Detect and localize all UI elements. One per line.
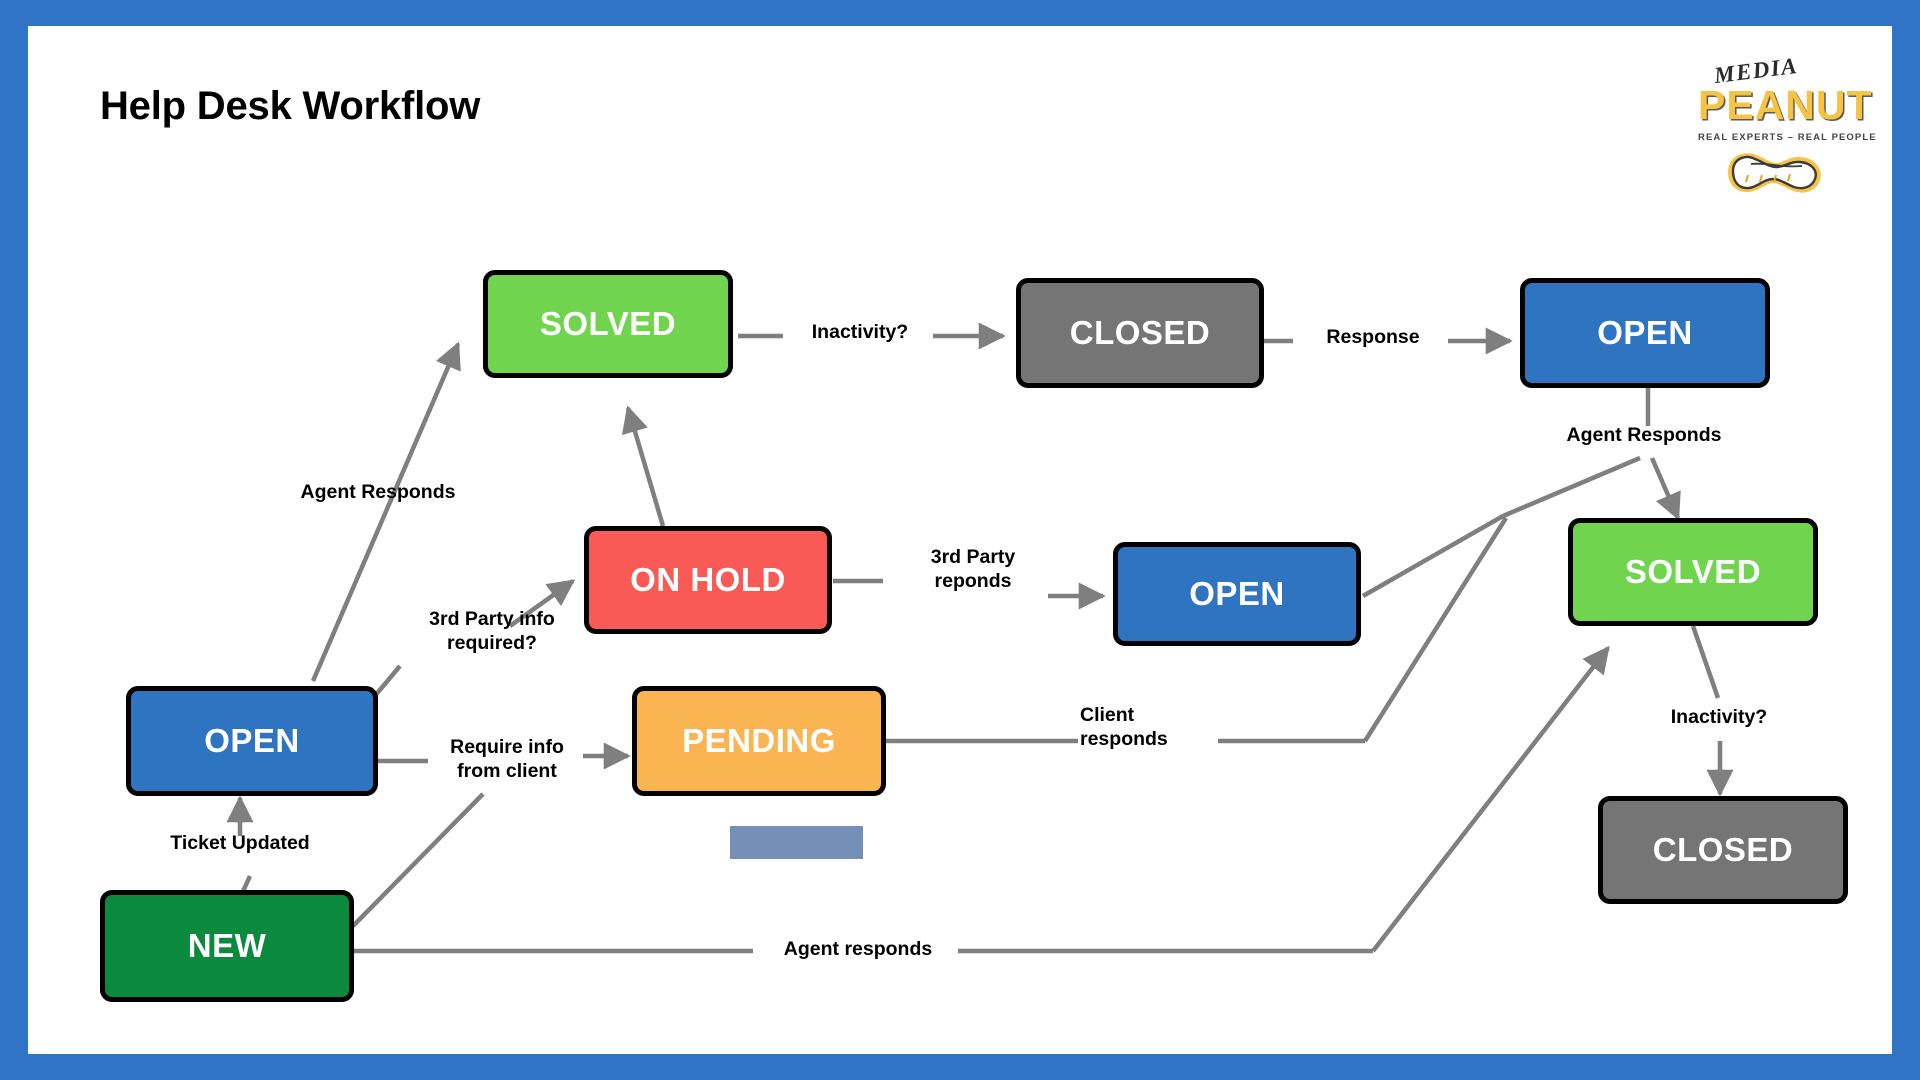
edge-label-agent-responds-right: Agent Responds xyxy=(1566,424,1722,446)
edge-clientresponds-rise xyxy=(1363,516,1508,743)
edge-onhold-to-solved xyxy=(621,405,666,527)
edge-label-response: Response xyxy=(1326,326,1420,348)
page-title: Help Desk Workflow xyxy=(100,84,481,128)
node-closed-right[interactable]: CLOSED xyxy=(1598,796,1848,904)
placeholder-rectangle xyxy=(730,826,863,859)
edge-label-third-party-reponds: 3rd Party reponds xyxy=(930,546,1016,592)
edge-label-require-info: Require info from client xyxy=(450,736,564,782)
edge-label-ticket-updated: Ticket Updated xyxy=(170,832,310,854)
logo-word-peanut: PEANUT xyxy=(1698,82,1873,128)
edge-openmid-to-solvedright xyxy=(1502,455,1641,519)
node-new[interactable]: NEW xyxy=(100,890,354,1002)
edge-agentresponds-to-solvedright xyxy=(1371,645,1610,953)
edge-openmid-diagonal xyxy=(1361,514,1505,598)
node-on-hold[interactable]: ON HOLD xyxy=(584,526,832,634)
edge-label-agent-responds-left: Agent Responds xyxy=(300,481,456,503)
node-solved-right[interactable]: SOLVED xyxy=(1568,518,1818,626)
edge-label-inactivity-right: Inactivity? xyxy=(1670,706,1768,728)
edge-solvedright-inactivity-stub xyxy=(1690,625,1721,699)
edge-label-client-responds: Client responds xyxy=(1080,704,1168,750)
diagram-canvas: Help Desk Workflow MEDIA PEANUT REAL EXP… xyxy=(28,26,1892,1054)
edge-new-diagonal xyxy=(351,792,485,928)
peanut-icon xyxy=(1718,146,1828,196)
node-solved-top[interactable]: SOLVED xyxy=(483,270,733,378)
node-pending[interactable]: PENDING xyxy=(632,686,886,796)
node-open-middle[interactable]: OPEN xyxy=(1113,542,1361,646)
edge-label-inactivity-top: Inactivity? xyxy=(811,321,909,343)
edge-agent-to-solved-right xyxy=(1649,457,1681,521)
brand-logo: MEDIA PEANUT REAL EXPERTS – REAL PEOPLE xyxy=(1690,53,1876,196)
node-open-left[interactable]: OPEN xyxy=(126,686,378,796)
edge-label-third-party-required: 3rd Party info required? xyxy=(429,608,555,654)
node-open-top-right[interactable]: OPEN xyxy=(1520,278,1770,388)
edge-label-agent-responds-bottom: Agent responds xyxy=(783,938,933,960)
node-closed-top[interactable]: CLOSED xyxy=(1016,278,1264,388)
logo-tagline: REAL EXPERTS – REAL PEOPLE xyxy=(1698,132,1877,143)
